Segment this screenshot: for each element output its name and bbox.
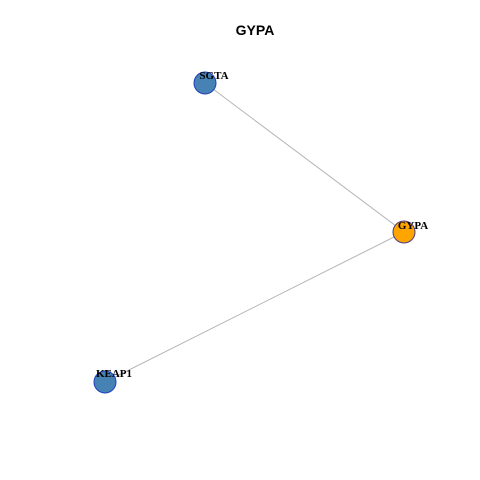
- nodes-layer: SGTA GYPA KEAP1: [93, 70, 428, 394]
- edge-keap1-gypa: [104, 231, 405, 383]
- node-sgta-circle: [193, 71, 217, 95]
- node-keap1[interactable]: KEAP1: [93, 368, 132, 394]
- node-gypa-label: GYPA: [398, 220, 428, 232]
- diagram-title: GYPA: [236, 22, 275, 38]
- edge-sgta-gypa: [204, 82, 405, 233]
- node-gypa[interactable]: GYPA: [392, 220, 428, 244]
- node-sgta[interactable]: SGTA: [193, 70, 229, 95]
- node-keap1-circle: [93, 370, 117, 394]
- node-gypa-circle: [392, 220, 416, 244]
- node-keap1-label: KEAP1: [96, 368, 132, 380]
- node-sgta-label: SGTA: [199, 70, 228, 82]
- edges-layer: [104, 82, 405, 383]
